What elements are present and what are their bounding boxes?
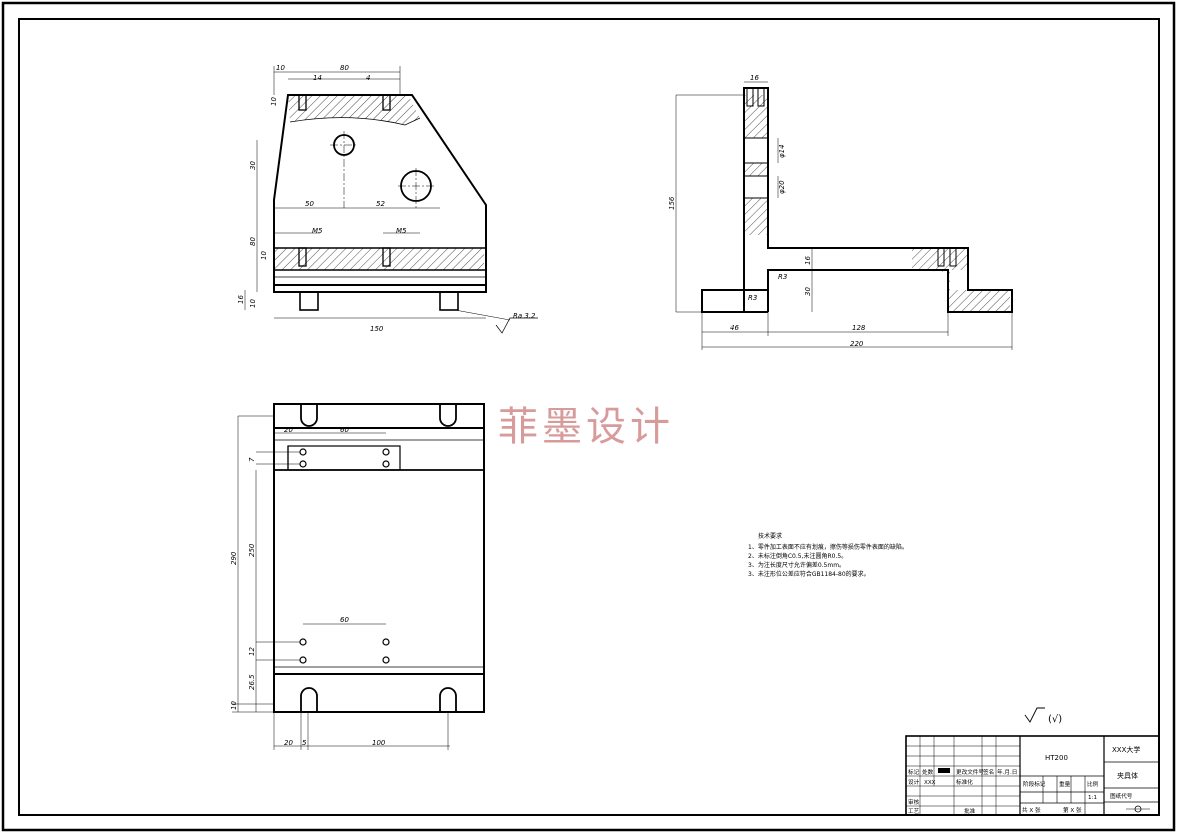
tech-note-2: 2、未标注倒角C0.5,未注圆角R0.5。 — [748, 552, 847, 560]
dim-top-b100: 100 — [372, 739, 386, 747]
front-foot-left — [299, 291, 319, 311]
front-band-section — [274, 248, 484, 270]
tb-rev-h1: 标记 — [908, 768, 920, 776]
tb-approve-label: 批准 — [964, 807, 976, 815]
title-block-text: HT200 XXX大学 夹具体 图纸代号 阶段标记 重量 比例 1:1 标记 处… — [908, 745, 1140, 815]
tb-material: HT200 — [1045, 754, 1068, 762]
dim-front-52: 52 — [376, 200, 385, 208]
front-slot-3 — [298, 247, 307, 267]
dim-side-30: 30 — [804, 287, 812, 296]
side-view — [675, 81, 1013, 350]
dim-top-26-5: 26.5 — [248, 674, 256, 690]
front-foot-right — [439, 291, 459, 311]
tb-sheet-no: 第 X 张 — [1063, 806, 1082, 814]
dim-front-10-slot: 10 — [260, 251, 268, 260]
dim-top-b20: 20 — [284, 739, 293, 747]
dim-top-7: 7 — [248, 457, 256, 462]
dim-top-bot-60: 60 — [340, 616, 349, 624]
front-view — [244, 66, 538, 334]
tb-process-label: 工艺 — [908, 808, 920, 815]
dim-front-16: 16 — [237, 295, 245, 304]
dim-top-290: 290 — [230, 551, 238, 565]
dim-front-80-left: 80 — [249, 237, 257, 246]
dim-top-10: 10 — [230, 701, 238, 710]
tb-rev-h5: 年.月.日 — [997, 768, 1017, 776]
tb-review-label: 审核 — [908, 798, 920, 806]
tb-stage-label: 阶段标记 — [1023, 780, 1046, 788]
dim-side-220: 220 — [850, 340, 864, 348]
dim-front-10-foot: 10 — [249, 299, 257, 308]
dim-side-phi20: φ20 — [778, 180, 786, 194]
tb-rev-h4: 签名 — [983, 768, 994, 776]
dim-side-phi14: φ14 — [778, 144, 786, 158]
surface-symbol-text: (√) — [1048, 714, 1062, 725]
dim-front-10-top: 10 — [276, 64, 285, 72]
front-base — [273, 284, 487, 293]
watermark-text: 菲墨设计 — [498, 404, 674, 450]
side-vert-section — [744, 95, 768, 235]
dim-top-12: 12 — [248, 647, 256, 656]
tb-designer: XXX — [924, 780, 936, 786]
dim-front-30: 30 — [249, 161, 257, 170]
dim-top-60: 60 — [340, 426, 349, 434]
top-view-dims: 20 60 7 290 250 60 12 26.5 10 20 5 100 — [230, 426, 386, 747]
roughness-text: Ra 3.2 — [513, 312, 536, 320]
top-outline — [273, 403, 485, 713]
dim-front-4: 4 — [366, 74, 370, 82]
tb-drawing-no: 图纸代号 — [1110, 792, 1133, 800]
dim-side-16-web: 16 — [804, 256, 812, 265]
dim-side-46: 46 — [730, 324, 739, 332]
roughness-mark — [495, 317, 538, 334]
tech-notes-heading: 技术要求 — [758, 532, 782, 540]
tech-notes: 技术要求 1、零件加工表面不应有划痕，擦伤等损伤零件表面的缺陷。 2、未标注倒角… — [748, 532, 908, 578]
dim-front-m5-right: M5 — [396, 227, 407, 235]
tb-std-label: 标准化 — [956, 778, 973, 786]
dim-top-250: 250 — [248, 543, 256, 557]
dim-side-16-top: 16 — [750, 74, 759, 82]
tb-rev-h3: 更改文件号 — [956, 768, 984, 776]
tb-rev-h2: 处数 — [922, 768, 934, 776]
front-view-dims: 10 80 14 4 10 30 50 52 80 10 M5 M5 16 10… — [237, 64, 536, 333]
dim-front-14: 14 — [313, 74, 322, 82]
dim-top-20: 20 — [284, 426, 293, 434]
tb-scale-label: 比例 — [1087, 780, 1099, 788]
tb-designer-label: 设计 — [908, 778, 920, 786]
tb-sheets-total: 共 X 张 — [1022, 806, 1041, 814]
tech-note-3: 3、为注长度尺寸允许偏差0.5mm。 — [748, 561, 845, 569]
front-slot-2 — [382, 94, 391, 111]
tb-part-name: 夹具体 — [1117, 771, 1138, 780]
top-view — [232, 403, 485, 750]
inner-border — [18, 18, 1160, 816]
surface-roughness-symbol — [1024, 707, 1045, 723]
dim-front-50: 50 — [305, 200, 314, 208]
dim-side-128: 128 — [852, 324, 866, 332]
front-top-section — [288, 95, 420, 125]
dim-front-80: 80 — [340, 64, 349, 72]
front-break-line — [289, 117, 421, 126]
tech-note-1: 1、零件加工表面不应有划痕，擦伤等损伤零件表面的缺陷。 — [748, 543, 908, 551]
dim-side-156: 156 — [668, 196, 676, 210]
front-slot-4 — [382, 247, 391, 267]
title-block — [905, 735, 1160, 816]
dim-front-10-left: 10 — [270, 97, 278, 106]
dim-front-m5-left: M5 — [312, 227, 323, 235]
dim-side-r3-upper: R3 — [778, 273, 787, 281]
dim-front-150: 150 — [370, 325, 384, 333]
tech-note-4: 3、未注形位公差应符合GB1184-80的要求。 — [748, 570, 870, 578]
dim-side-r3-lower: R3 — [748, 294, 757, 302]
side-right-section — [912, 248, 1010, 312]
dim-top-b5: 5 — [302, 739, 307, 747]
tb-school: XXX大学 — [1112, 745, 1140, 754]
side-view-dims: 16 φ14 φ20 156 16 R3 R3 30 46 128 220 — [668, 74, 866, 348]
tb-scale: 1:1 — [1088, 795, 1097, 801]
front-slot-1 — [298, 94, 307, 111]
tb-weight-label: 重量 — [1059, 780, 1071, 788]
